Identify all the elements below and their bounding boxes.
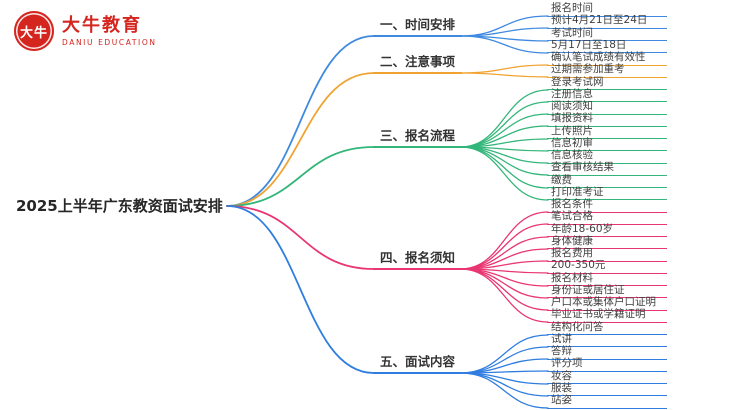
connector	[459, 146, 549, 189]
branch-topic-4: 四、报名须知	[373, 251, 463, 271]
sub-topic: 5月17日至18日	[547, 39, 667, 54]
connector	[226, 35, 375, 207]
sub-topic: 200-350元	[547, 260, 667, 274]
branch-topic-1: 一、时间安排	[373, 18, 463, 38]
connector	[459, 268, 549, 323]
connector	[459, 268, 549, 311]
sub-topic: 预计4月21日至24日	[547, 15, 667, 29]
branch-topic-2: 二、注意事项	[373, 55, 463, 75]
sub-topic: 上传照片	[547, 125, 667, 139]
logo-mark-text: 大牛	[19, 25, 48, 41]
sub-topic: 打印准考证	[547, 186, 667, 201]
sub-topic: 填报资料	[547, 113, 667, 127]
connector	[459, 372, 549, 409]
connector	[459, 334, 549, 374]
sub-topic: 结构化问答	[547, 321, 667, 335]
connector	[459, 72, 549, 78]
sub-topic: 缴费	[547, 174, 667, 188]
logo-title: 大牛教育	[62, 14, 142, 36]
sub-topic: 报名材料	[547, 272, 667, 286]
connector	[459, 372, 549, 397]
sub-topic: 身体健康	[547, 235, 667, 250]
connector	[459, 236, 549, 270]
sub-topic: 过期需参加重考	[547, 64, 667, 78]
sub-topic: 评分项	[547, 358, 667, 372]
logo: 大牛 大牛教育 DANIU EDUCATION	[14, 11, 157, 51]
sub-topic: 身份证或居住证	[547, 284, 667, 299]
sub-topic: 信息初审	[547, 137, 667, 152]
connector	[459, 146, 549, 201]
connector	[459, 35, 549, 54]
branch-topic-5: 五、面试内容	[373, 355, 463, 375]
sub-topic: 考试时间	[547, 27, 667, 41]
sub-topic: 户口本或集体户口证明	[547, 297, 667, 311]
connector	[459, 211, 549, 270]
sub-topic: 报名条件	[547, 199, 667, 213]
connector	[226, 146, 375, 207]
sub-topic: 毕业证书或学籍证明	[547, 309, 667, 323]
sub-topic: 站姿	[547, 395, 667, 409]
sub-topic: 试讲	[547, 333, 667, 348]
sub-topic: 报名费用	[547, 248, 667, 262]
sub-topic: 登录考试网	[547, 76, 667, 90]
sub-topic: 年龄18-60岁	[547, 223, 667, 237]
connector	[226, 205, 375, 374]
connector	[226, 72, 375, 207]
sub-topic: 查看审核结果	[547, 162, 667, 176]
sub-topic: 笔试合格	[547, 211, 667, 225]
root-topic: 2025上半年广东教资面试安排	[16, 197, 223, 215]
sub-topic: 注册信息	[547, 88, 667, 103]
logo-mark-icon: 大牛	[14, 11, 54, 51]
sub-topic: 妆容	[547, 370, 667, 384]
logo-text: 大牛教育 DANIU EDUCATION	[62, 14, 157, 47]
sub-topic: 服装	[547, 382, 667, 397]
connector	[226, 205, 375, 270]
branch-topic-3: 三、报名流程	[373, 128, 463, 148]
sub-topic: 阅读须知	[547, 101, 667, 115]
sub-topic: 信息核验	[547, 150, 667, 164]
connector	[459, 125, 549, 148]
sub-topic: 确认笔试成绩有效性	[547, 52, 667, 66]
connector	[459, 89, 549, 148]
connector	[459, 64, 549, 74]
connector	[459, 248, 549, 270]
sub-topic: 报名时间	[547, 3, 667, 17]
sub-topic: 答辩	[547, 346, 667, 360]
logo-subtitle: DANIU EDUCATION	[62, 37, 157, 47]
connector	[459, 223, 549, 270]
connector	[459, 15, 549, 37]
connector	[459, 101, 549, 148]
